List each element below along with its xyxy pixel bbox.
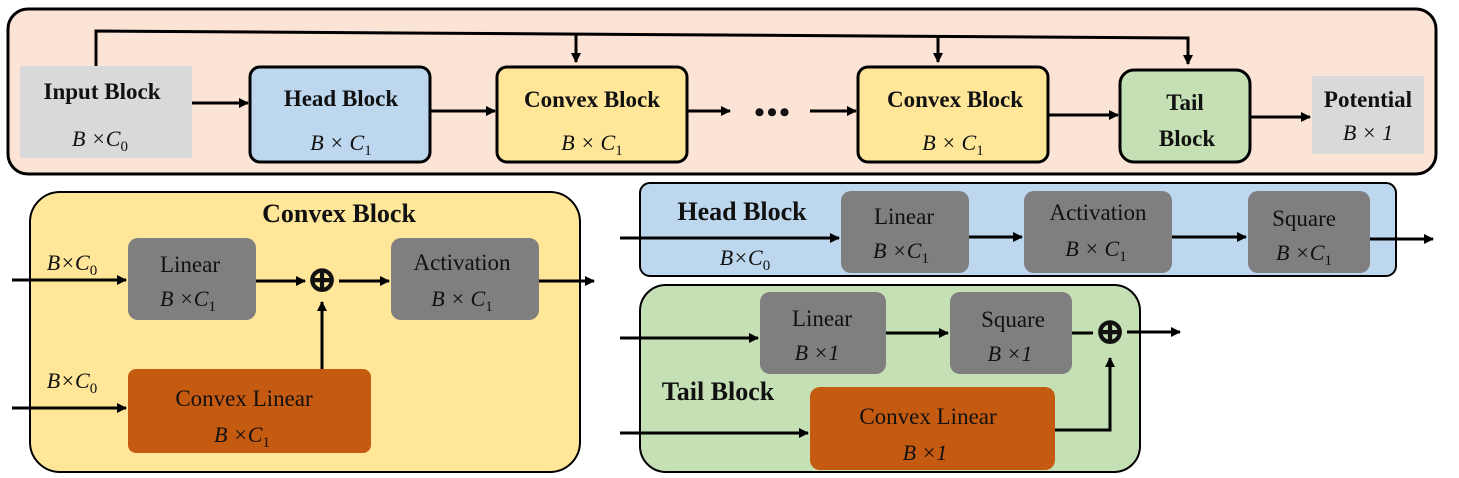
head-block: Head Block B × C1 bbox=[248, 65, 432, 164]
svg-text:Convex Block: Convex Block bbox=[524, 87, 660, 112]
svg-text:Activation: Activation bbox=[413, 250, 511, 275]
tail-convexlinear-op: Convex Linear B ×1 bbox=[810, 387, 1055, 470]
svg-text:Square: Square bbox=[981, 307, 1045, 332]
skip-connection bbox=[94, 29, 1193, 66]
convex-block-2: Convex Block B × C1 bbox=[856, 65, 1050, 164]
tail-linear-op: Linear B ×1 bbox=[760, 292, 886, 374]
svg-text:B ×C1: B ×C1 bbox=[160, 286, 216, 315]
svg-text:B × C1: B × C1 bbox=[561, 130, 622, 159]
svg-text:Tail: Tail bbox=[1166, 90, 1204, 115]
head-square-op: Square B ×C1 bbox=[1248, 191, 1370, 273]
tail-plus-icon: ⊕ bbox=[1094, 311, 1126, 353]
head-detail-title: Head Block bbox=[677, 197, 807, 226]
convex-activation-op: Activation B × C1 bbox=[391, 238, 539, 320]
svg-text:B ×C1: B ×C1 bbox=[873, 238, 929, 267]
svg-text:Linear: Linear bbox=[160, 252, 220, 277]
convex-convexlinear-op: Convex Linear B ×C1 bbox=[128, 369, 371, 453]
head-input-label: B×C0 bbox=[720, 245, 770, 274]
svg-text:B × C1: B × C1 bbox=[1065, 236, 1126, 265]
svg-text:Square: Square bbox=[1272, 206, 1336, 231]
svg-text:B ×1: B ×1 bbox=[903, 440, 948, 465]
svg-text:B ×1: B ×1 bbox=[795, 340, 840, 365]
convex-linear-op: Linear B ×C1 bbox=[128, 238, 256, 320]
svg-text:Linear: Linear bbox=[874, 204, 934, 229]
svg-text:Convex Linear: Convex Linear bbox=[859, 404, 997, 429]
convex-input-bottom-label: B×C0 bbox=[47, 368, 97, 397]
svg-text:Potential: Potential bbox=[1324, 87, 1412, 112]
head-linear-op: Linear B ×C1 bbox=[841, 191, 969, 273]
head-activation-op: Activation B × C1 bbox=[1024, 191, 1172, 273]
svg-text:B × 1: B × 1 bbox=[1343, 120, 1393, 145]
convex-input-top-label: B×C0 bbox=[47, 250, 97, 279]
tail-square-op: Square B ×1 bbox=[950, 292, 1072, 374]
svg-text:Block: Block bbox=[1159, 126, 1215, 151]
svg-text:B ×C1: B ×C1 bbox=[1276, 240, 1332, 269]
potential-output: Potential B × 1 bbox=[1312, 76, 1424, 154]
svg-text:B × C1: B × C1 bbox=[310, 130, 371, 159]
tail-detail-title: Tail Block bbox=[662, 377, 775, 406]
svg-text:Linear: Linear bbox=[792, 306, 852, 331]
ellipsis: ••• bbox=[754, 96, 792, 129]
svg-text:B ×C1: B ×C1 bbox=[214, 422, 270, 451]
svg-text:B × C1: B × C1 bbox=[431, 286, 492, 315]
svg-text:Convex Linear: Convex Linear bbox=[175, 386, 313, 411]
svg-text:Activation: Activation bbox=[1049, 200, 1147, 225]
svg-text:Head Block: Head Block bbox=[284, 86, 399, 111]
svg-text:B ×1: B ×1 bbox=[988, 341, 1033, 366]
svg-text:B ×C0: B ×C0 bbox=[72, 126, 128, 155]
convex-block-1: Convex Block B × C1 bbox=[495, 65, 689, 164]
head-block-detail bbox=[639, 182, 1397, 277]
svg-text:Convex Block: Convex Block bbox=[887, 87, 1023, 112]
input-block: Input Block B ×C0 bbox=[20, 66, 192, 158]
tail-block: Tail Block bbox=[1118, 68, 1252, 164]
convex-detail-title: Convex Block bbox=[262, 199, 416, 228]
convex-plus-icon: ⊕ bbox=[306, 259, 338, 301]
svg-text:B × C1: B × C1 bbox=[922, 130, 983, 159]
svg-text:Input Block: Input Block bbox=[44, 79, 161, 104]
arrow-tail-convexlinear-plus bbox=[1055, 357, 1115, 432]
